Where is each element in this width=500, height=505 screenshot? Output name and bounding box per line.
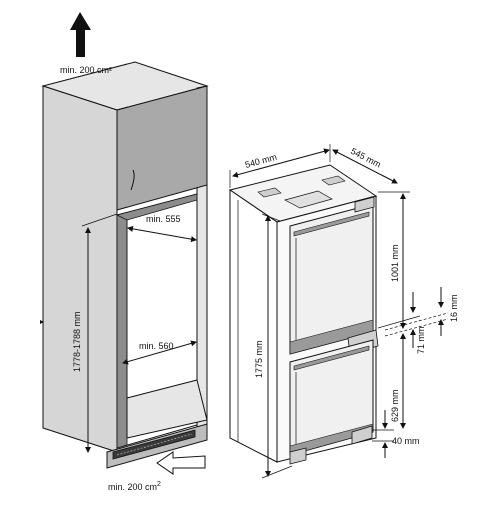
lower-door-label: 629 mm: [390, 389, 400, 422]
side-mark: [40, 320, 44, 324]
bottom-hinge: [289, 447, 307, 465]
upper-door-dimension: [378, 191, 410, 329]
bottom-airflow-arrow: [156, 451, 206, 475]
bottom-vent-label: min. 200 cm2: [108, 481, 161, 492]
cabinet-height-label: 1778-1788 mm: [72, 311, 82, 372]
fridge-side: [229, 189, 278, 463]
height-1775-dimension: [261, 213, 293, 479]
width-555-dimension: [127, 225, 197, 243]
door-handle: [130, 169, 135, 191]
gap-16-label: 16 mm: [449, 294, 459, 322]
width-540-dimension: [229, 144, 331, 188]
fridge-top-detail: [257, 187, 282, 198]
cabinet: [40, 61, 209, 469]
depth-545-label: 545 mm: [349, 146, 383, 170]
grille-slots: [116, 433, 193, 456]
width-540-label: 540 mm: [244, 152, 278, 170]
gap-16-dimension: [384, 287, 449, 337]
width-555-label: min. 555: [146, 214, 181, 224]
gap-71-label: 71 mm: [416, 326, 426, 354]
height-1775-label: 1775 mm: [254, 340, 264, 378]
bottom-hinge: [351, 425, 373, 445]
opening-frame-top: [115, 193, 198, 221]
depth-545-dimension: [332, 149, 398, 184]
top-airflow-arrow: [70, 12, 91, 57]
door-seal: [293, 345, 370, 371]
top-hinge: [354, 196, 375, 213]
door-seal: [293, 211, 370, 237]
base-gap-label: 40 mm: [392, 436, 420, 446]
top-vent-label: min. 200 cm²: [60, 65, 112, 75]
width-560-label: min. 560: [139, 341, 174, 351]
cabinet-shelf: [126, 379, 208, 439]
cabinet-side-panel: [42, 85, 118, 453]
width-560-dimension: [122, 340, 197, 365]
gap-71-dimension: [377, 292, 421, 348]
refrigerator: [228, 164, 379, 465]
upper-door-label: 1001 mm: [390, 244, 400, 282]
cabinet-height-dimension: [81, 213, 118, 453]
opening-frame-left: [116, 212, 128, 449]
fridge-top-detail: [284, 190, 333, 209]
base-gap-dimension: [372, 410, 394, 458]
plinth-grille: [112, 429, 196, 460]
cabinet-upper-door: [116, 85, 208, 211]
